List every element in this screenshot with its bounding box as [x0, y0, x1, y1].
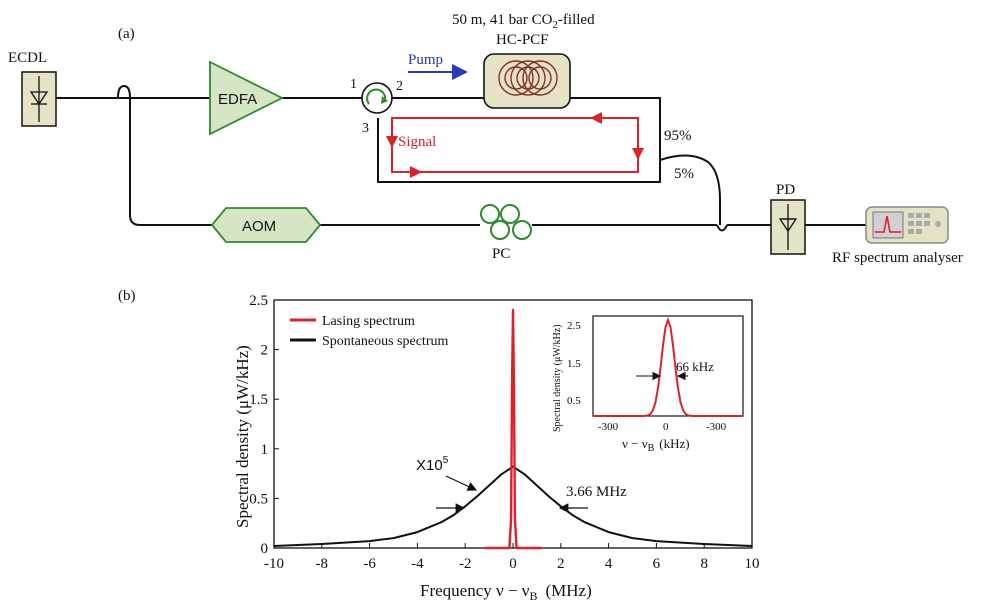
- inset-frame: [592, 315, 744, 417]
- pump-label: Pump: [408, 52, 443, 68]
- fiber-name: HC-PCF: [496, 32, 549, 48]
- legend-label-lasing: Lasing spectrum: [322, 314, 415, 329]
- y-tick-label: 2: [261, 343, 269, 359]
- coupler-5-label: 5%: [674, 166, 694, 182]
- circulator: [361, 82, 393, 114]
- inset-ytick-1: 1.5: [567, 358, 581, 370]
- aom-label: AOM: [242, 218, 276, 235]
- fiber-coil-icon: [498, 60, 558, 96]
- series-line-spontaneous: [273, 465, 753, 547]
- x-axis-ticks: -10 -8 -6 -4 -2 0 2 4 6 8 10: [264, 543, 760, 572]
- rf-trace-icon: [875, 215, 901, 233]
- chart-series: [273, 308, 753, 550]
- edfa-amplifier: [209, 60, 285, 136]
- rf-label: RF spectrum analyser: [832, 250, 963, 266]
- y-tick-label: 0.5: [249, 491, 268, 507]
- inset-y-label: Spectral density (μW/kHz): [552, 324, 563, 432]
- ecdl-diode-icon: [29, 76, 49, 122]
- y-tick-label: 1: [261, 442, 269, 458]
- panel-b: (b) -10 -8 -6 -4 -2 0 2 4 6 8 10 0 0.5 1 1.5 2 2.5 Freq…: [118, 288, 760, 603]
- inset-plot: 2.5 1.5 0.5 -300 0 -300 ν − νB(kHz) Spec…: [552, 315, 744, 454]
- fwhm-label: 3.66 MHz: [566, 484, 627, 500]
- x-tick-label: -10: [264, 556, 284, 572]
- inset-ytick-2: 0.5: [567, 395, 581, 407]
- fiber-title: 50 m, 41 bar CO2-filled: [452, 12, 595, 31]
- scale-annotation: X105: [416, 455, 449, 474]
- y-axis-label: Spectral density (μW/kHz): [233, 345, 252, 528]
- legend-label-spontaneous: Spontaneous spectrum: [322, 334, 448, 349]
- legend: Lasing spectrum Spontaneous spectrum: [290, 314, 448, 349]
- panel-b-label: (b): [118, 288, 136, 304]
- x-tick-label: 0: [509, 556, 517, 572]
- inset-lasing-curve: [593, 316, 743, 417]
- x-tick-label: -8: [316, 556, 329, 572]
- y-tick-label: 1.5: [249, 392, 268, 408]
- edfa-label: EDFA: [218, 91, 257, 108]
- pc-label: PC: [492, 246, 510, 262]
- port-1-label: 1: [350, 77, 357, 92]
- x-tick-label: 4: [605, 556, 613, 572]
- aom-box: [210, 207, 322, 243]
- pd-label: PD: [776, 182, 795, 198]
- inset-ytick-0: 2.5: [567, 320, 581, 332]
- x-tick-label: 2: [557, 556, 565, 572]
- series-line-lasing: [484, 308, 542, 550]
- signal-label: Signal: [398, 134, 436, 150]
- ecdl-label: ECDL: [8, 50, 47, 66]
- fiber-cavity-loop: [377, 97, 661, 183]
- circulator-arrowhead-icon: [381, 96, 388, 104]
- pd-diode-icon: [778, 204, 798, 250]
- inset-fwhm-label: 66 kHz: [676, 359, 714, 374]
- x-axis-label: Frequency ν − νB(MHz): [420, 581, 592, 603]
- x-tick-label: -6: [363, 556, 376, 572]
- fiber-5-percent-tap: [659, 154, 721, 225]
- x-tick-label: -4: [411, 556, 424, 572]
- inset-xtick-1: 0: [663, 421, 669, 433]
- x-tick-label: 10: [745, 556, 760, 572]
- x-tick-label: 6: [653, 556, 661, 572]
- rf-keypad-icon: [908, 213, 941, 234]
- x-tick-label: -2: [459, 556, 472, 572]
- circulator-arrow-icon: [366, 88, 387, 105]
- inset-xtick-0: -300: [598, 421, 619, 433]
- y-tick-label: 2.5: [249, 293, 268, 309]
- rf-screen: [872, 211, 904, 239]
- port-2-label: 2: [396, 79, 403, 94]
- y-axis-ticks: 0 0.5 1 1.5 2 2.5: [249, 293, 279, 557]
- port-3-label: 3: [362, 121, 369, 136]
- polarization-controller-icon: [480, 204, 532, 240]
- coupler-95-label: 95%: [664, 128, 692, 144]
- y-tick-label: 0: [261, 541, 269, 557]
- x-tick-label: 8: [700, 556, 708, 572]
- inset-xtick-2: -300: [706, 421, 727, 433]
- inset-x-label: ν − νB(kHz): [622, 436, 690, 454]
- fiber-crossover: [716, 224, 728, 232]
- scale-arrow: [445, 475, 478, 491]
- panel-a-label: (a): [118, 26, 135, 42]
- panel-a: (a) ECDL EDFA 1 2 3 Pump: [8, 12, 963, 266]
- fiber-lower-path: [117, 84, 212, 226]
